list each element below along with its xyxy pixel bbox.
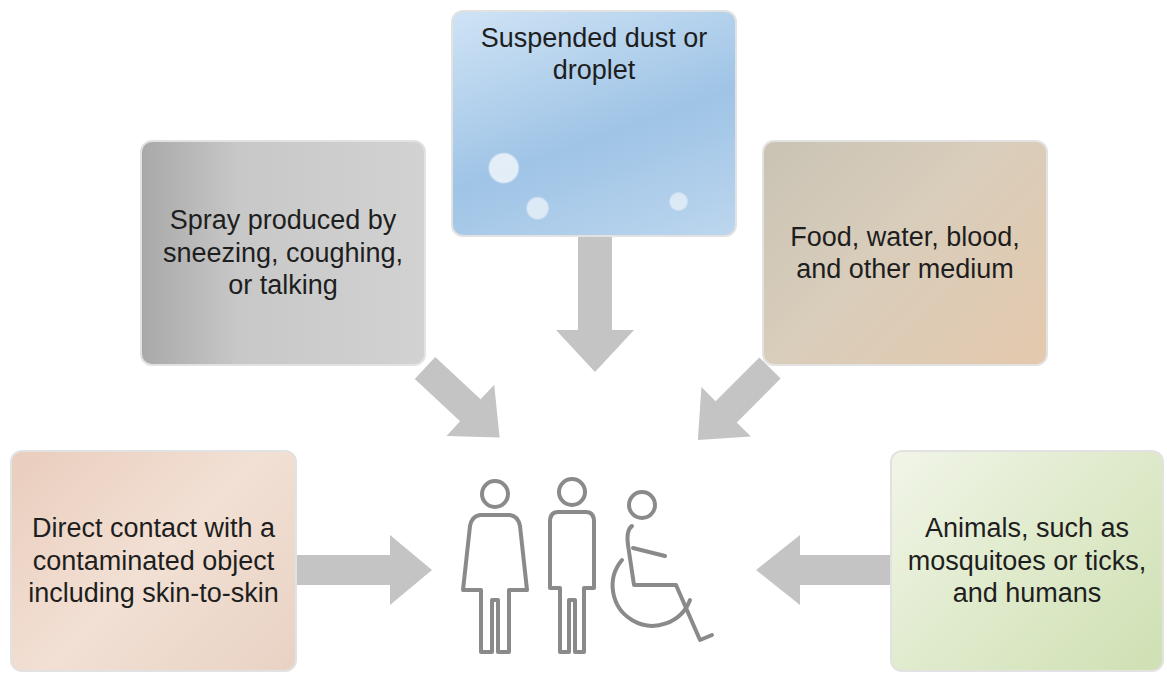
box-text: Food, water, blood, and other medium bbox=[776, 221, 1034, 286]
source-box: Direct contact with a contaminated objec… bbox=[10, 450, 297, 672]
box-text: Spray produced by sneezing, coughing, or… bbox=[154, 204, 412, 301]
source-box: Spray produced by sneezing, coughing, or… bbox=[140, 140, 426, 366]
source-box: Animals, such as mosquitoes or ticks, an… bbox=[890, 450, 1164, 672]
source-box: Food, water, blood, and other medium bbox=[762, 140, 1048, 366]
box-text: Direct contact with a contaminated objec… bbox=[24, 512, 283, 609]
people-icon bbox=[463, 479, 712, 652]
box-text: Suspended dust or droplet bbox=[465, 22, 723, 87]
arrow-left bbox=[756, 535, 890, 605]
source-box: Suspended dust or droplet bbox=[451, 10, 737, 237]
arrow-down bbox=[556, 237, 634, 372]
arrow-right bbox=[297, 535, 432, 605]
box-text: Animals, such as mosquitoes or ticks, an… bbox=[904, 512, 1150, 609]
